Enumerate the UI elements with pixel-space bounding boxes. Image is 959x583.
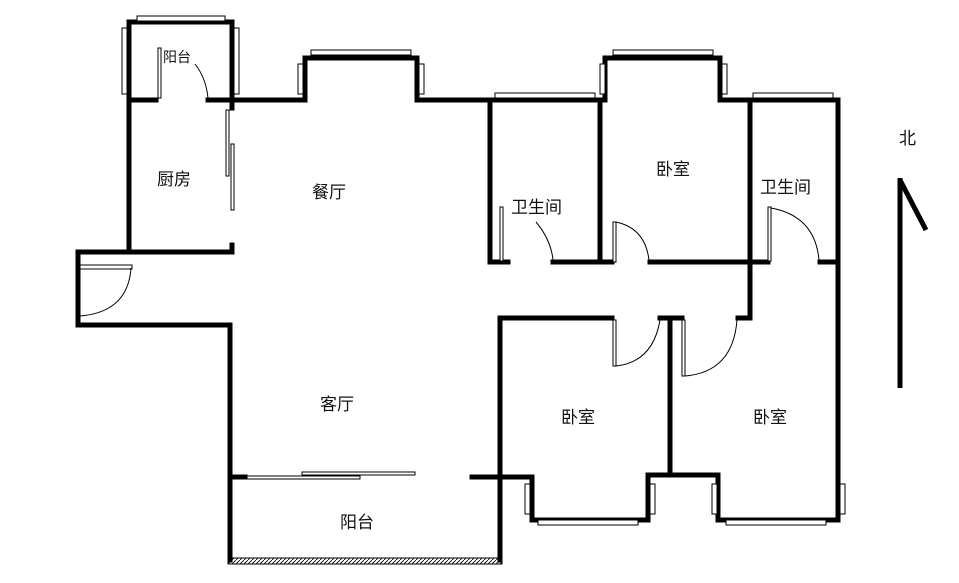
north-compass-icon: 北	[897, 129, 929, 388]
room-bathroom-2: 卫生间	[760, 178, 811, 198]
walls	[75, 19, 841, 565]
room-bedroom-left: 卧室	[561, 408, 595, 428]
room-labels: 阳台 厨房 餐厅 卫生间 卧室 卫生间 客厅 卧室 卧室 阳台	[157, 50, 811, 533]
room-living: 客厅	[320, 395, 354, 415]
room-bedroom-right: 卧室	[753, 408, 787, 428]
room-balcony-small: 阳台	[163, 50, 191, 66]
doors	[79, 47, 820, 480]
room-balcony-large: 阳台	[340, 513, 374, 533]
room-kitchen: 厨房	[157, 170, 191, 190]
room-bathroom-1: 卫生间	[511, 198, 562, 218]
windows	[121, 15, 846, 526]
room-dining: 餐厅	[312, 183, 346, 203]
room-bedroom-top: 卧室	[656, 160, 690, 180]
compass-label: 北	[899, 129, 916, 149]
